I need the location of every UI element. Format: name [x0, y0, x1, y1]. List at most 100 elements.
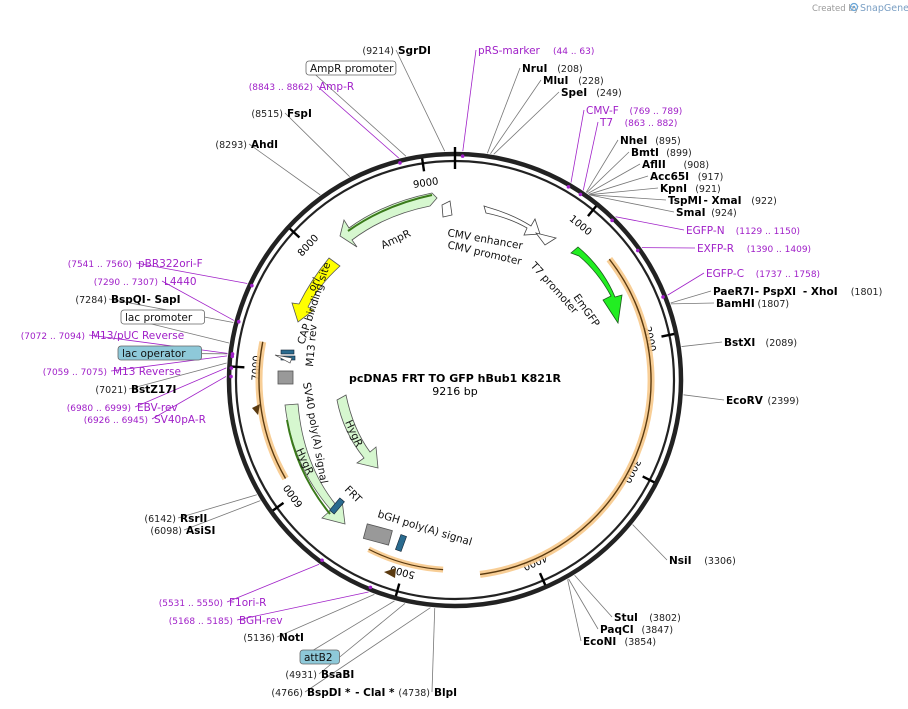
primer-name: M13 Reverse — [113, 366, 181, 378]
enzyme-label[interactable]: BstXI(2089) — [724, 337, 797, 349]
primer-label[interactable]: EGFP-N(1129 .. 1150) — [686, 225, 800, 237]
primer-label[interactable]: T7(863 .. 882) — [599, 117, 677, 129]
primer-label[interactable]: CMV-F(769 .. 789) — [586, 105, 682, 117]
enzyme-label[interactable]: EcoNI(3854) — [583, 636, 656, 648]
leader-line — [177, 494, 257, 519]
leader-line — [588, 175, 649, 195]
frt-marker[interactable] — [329, 497, 345, 515]
enzyme-label[interactable]: AhdI(8293) — [215, 139, 278, 151]
feature-box — [120, 309, 205, 325]
enzyme-label[interactable]: PaeR7I- PspXI- XhoI(1801) — [713, 286, 882, 298]
enzyme-label[interactable]: BmtI(899) — [631, 147, 692, 159]
orf-highlight-arc-bottom[interactable] — [367, 546, 444, 573]
emgfp-arrow[interactable] — [570, 246, 623, 325]
leader-line — [151, 376, 227, 420]
enzyme-label[interactable]: TspMI- XmaI(922) — [668, 195, 777, 207]
primer-label[interactable]: M13/pUC Reverse(7072 .. 7094) — [21, 330, 184, 342]
primer-site-mark — [398, 161, 402, 165]
orf-arc-inner-line — [479, 258, 652, 576]
label-bgh-polya: bGH poly(A) signal — [376, 508, 473, 548]
enzyme-label[interactable]: StuI(3802) — [614, 612, 681, 624]
primer-label[interactable]: pRS-marker(44 .. 63) — [478, 45, 594, 57]
hygr-strand-line — [286, 419, 331, 515]
enzyme-position: (208) — [557, 64, 583, 75]
enzyme-label[interactable]: MluI(228) — [543, 75, 604, 87]
feature-layer — [252, 192, 655, 578]
ampr-arrow[interactable] — [339, 192, 438, 248]
primer-label[interactable]: F1ori-R(5531 .. 5550) — [159, 597, 267, 609]
lac-operator-marker[interactable] — [280, 349, 295, 355]
enzyme-label[interactable]: BstZ17I(7021) — [95, 384, 176, 396]
bgh-polya-box[interactable] — [362, 523, 393, 546]
enzyme-label[interactable]: BspQI- SapI(7284) — [75, 294, 180, 306]
enzyme-position: (1801) — [851, 287, 883, 298]
feature-box-label[interactable]: AmpR promoter — [305, 60, 397, 76]
enzyme-label[interactable]: AsiSI(6098) — [150, 525, 215, 537]
label-t7-promoter: T7 promoter — [527, 259, 581, 317]
leader-line — [304, 607, 431, 693]
label-ampr: AmpR — [379, 228, 413, 252]
sv40-polya-box[interactable] — [277, 370, 294, 385]
primer-label[interactable]: BGH-rev(5168 .. 5185) — [169, 615, 283, 627]
leader-line — [582, 121, 599, 191]
cmv-enhancer-arrow[interactable] — [483, 205, 541, 236]
cmv-promoter-arrow[interactable] — [535, 232, 558, 246]
enzyme-name-extra: - PspXI — [755, 286, 796, 298]
promoter-small-arrow[interactable] — [274, 354, 293, 364]
enzyme-label[interactable]: SmaI(924) — [676, 207, 737, 219]
enzyme-label[interactable]: SpeI(249) — [561, 87, 622, 99]
feature-box — [117, 345, 202, 361]
enzyme-label[interactable]: BamHI(1807) — [716, 298, 789, 310]
enzyme-label[interactable]: FspI(8515) — [251, 108, 311, 120]
ori-arrow[interactable] — [291, 257, 341, 323]
primer-label[interactable]: SV40pA-R(6926 .. 6945) — [84, 414, 206, 426]
feature-box-label[interactable]: lac promoter — [120, 309, 205, 325]
bgh-marker[interactable] — [395, 534, 407, 552]
primer-site-mark — [229, 366, 234, 370]
enzyme-position: (7021) — [95, 385, 127, 396]
enzyme-label[interactable]: KpnI(921) — [660, 183, 721, 195]
primer-label[interactable]: EBV-rev(6980 .. 6999) — [67, 402, 178, 414]
primer-site-mark — [460, 154, 465, 158]
enzyme-label[interactable]: NotI(5136) — [243, 632, 304, 644]
enzyme-label[interactable]: SgrDI(9214) — [362, 45, 430, 57]
ruler-tick-1000 — [587, 205, 598, 217]
feature-box-label[interactable]: attB2 — [299, 649, 340, 665]
feature-box-label[interactable]: lac operator — [117, 345, 202, 361]
primer-label[interactable]: EGFP-C(1737 .. 1758) — [706, 268, 820, 280]
enzyme-label[interactable]: BlpI(4738) — [398, 687, 457, 699]
enzyme-label[interactable]: RsrII(6142) — [144, 513, 207, 525]
primer-label[interactable]: L4440(7290 .. 7307) — [94, 276, 197, 288]
enzyme-label[interactable]: NsiI(3306) — [669, 555, 736, 567]
primer-label[interactable]: M13 Reverse(7059 .. 7075) — [43, 366, 181, 378]
enzyme-label[interactable]: NheI(895) — [620, 135, 681, 147]
enzyme-label[interactable]: AflII(908) — [642, 159, 709, 171]
primer-range: (7290 .. 7307) — [94, 278, 158, 288]
enzyme-label[interactable]: BspDI *- ClaI *(4766) — [271, 687, 395, 699]
enzyme-position: (2089) — [766, 338, 798, 349]
primer-label[interactable]: Amp-R(8843 .. 8862) — [249, 81, 354, 93]
primer-label[interactable]: pBR322ori-F(7541 .. 7560) — [68, 258, 203, 270]
leader-line — [589, 194, 675, 213]
enzyme-label[interactable]: BsaBI(4931) — [285, 669, 354, 681]
small-feature-arrow-top[interactable] — [441, 200, 453, 218]
leader-line — [276, 593, 375, 638]
leader-line — [589, 187, 659, 196]
primer-name: BGH-rev — [239, 615, 283, 627]
enzyme-name-extra: - XmaI — [704, 195, 742, 207]
enzyme-position: (8515) — [251, 109, 283, 120]
hygr-arrow-inner[interactable] — [336, 394, 379, 469]
primer-site-mark — [320, 558, 324, 563]
enzyme-name-extra2: - XhoI — [803, 286, 838, 298]
enzyme-position: (2399) — [768, 396, 800, 407]
enzyme-label[interactable]: EcoRV(2399) — [726, 395, 799, 407]
leader-line — [670, 290, 712, 304]
enzyme-label[interactable]: NruI(208) — [522, 63, 583, 75]
enzyme-label[interactable]: Acc65I(917) — [650, 171, 723, 183]
orf-highlight-arc-left[interactable] — [255, 341, 289, 481]
leader-line — [681, 341, 723, 347]
primer-label[interactable]: EXFP-R(1390 .. 1409) — [697, 243, 811, 255]
enzyme-label[interactable]: PaqCI(3847) — [600, 624, 673, 636]
enzyme-position: (4766) — [271, 688, 303, 699]
label-ori: ori — [306, 276, 323, 294]
